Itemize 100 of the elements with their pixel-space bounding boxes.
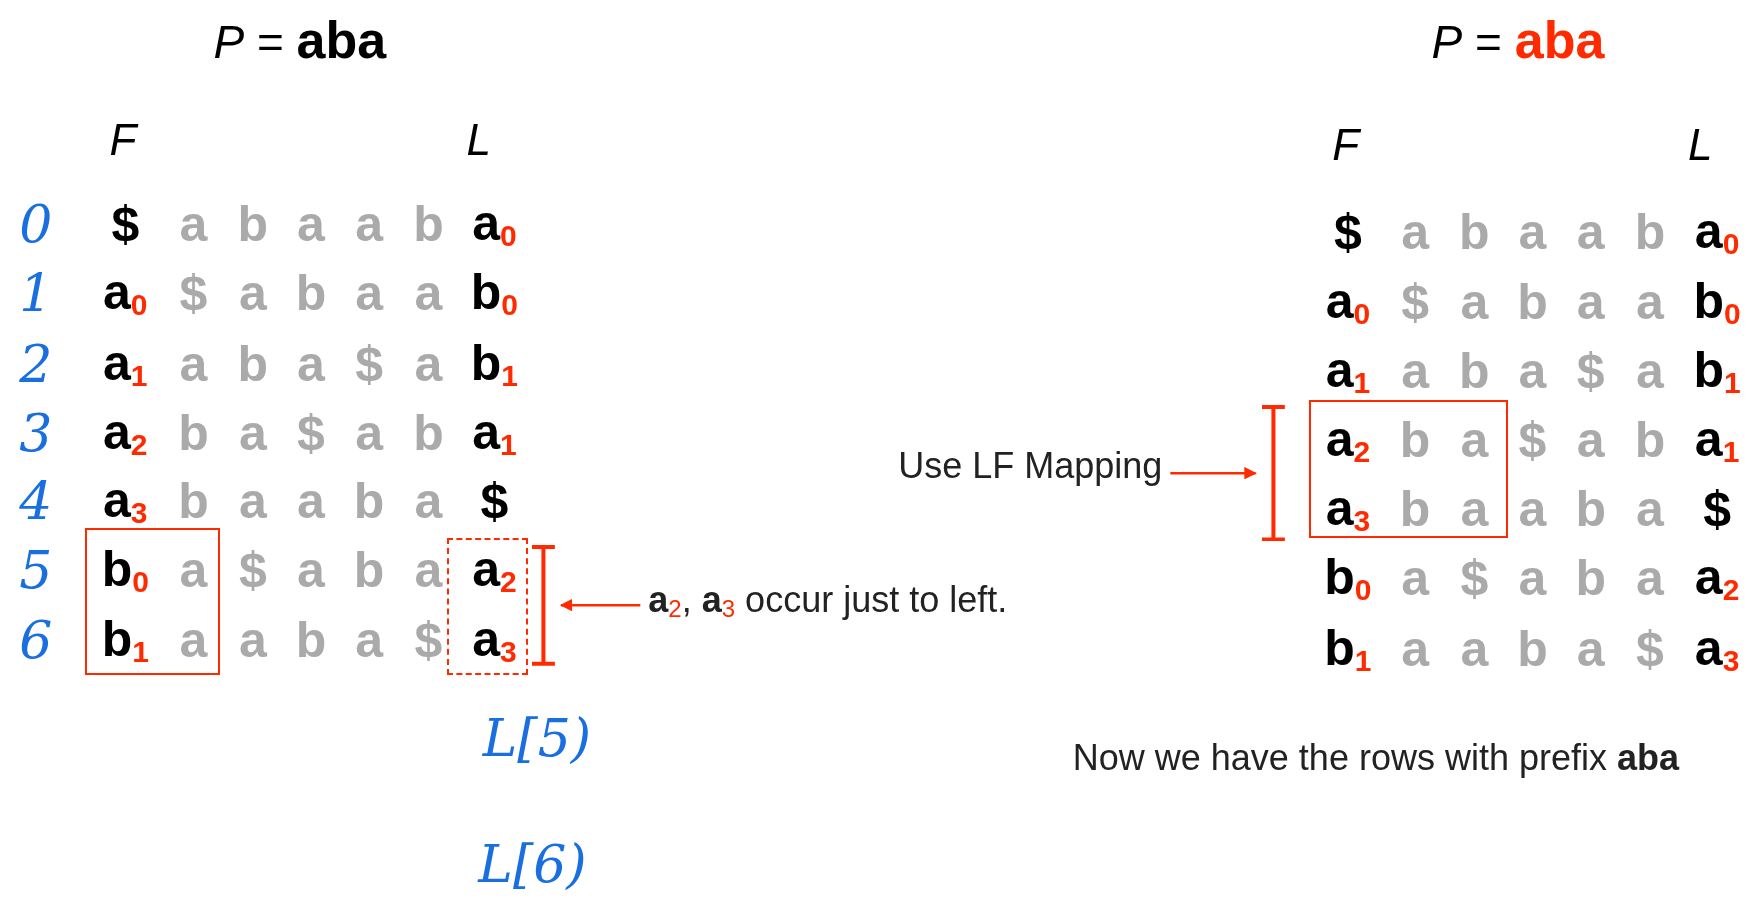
- matrix-cell: a$_{1}$: [103, 337, 148, 391]
- matrix-cell: $: [1703, 483, 1731, 534]
- matrix-cell: a: [1576, 414, 1605, 465]
- matrix-cell: a$_{2}$: [472, 544, 517, 597]
- matrix-cell: a: [414, 545, 443, 596]
- arrow: [1170, 466, 1257, 480]
- matrix-cell: a: [414, 268, 443, 319]
- handwritten-note: L[5): [482, 712, 592, 765]
- matrix-cell: b: [413, 407, 444, 458]
- matrix-cell: b$_{1}$: [1324, 622, 1372, 676]
- matrix-cell: b$_{1}$: [101, 613, 149, 667]
- matrix-cell: a: [355, 268, 384, 319]
- matrix-cell: a: [1460, 414, 1489, 465]
- matrix-cell: b: [1634, 414, 1666, 465]
- matrix-cell: $: [1636, 623, 1664, 674]
- matrix-cell: a: [238, 268, 267, 319]
- matrix-cell: $: [1460, 553, 1489, 604]
- matrix-cell: a: [179, 614, 208, 665]
- caption-note: Now we have the rows with prefix aba: [1072, 740, 1679, 777]
- matrix-cell: a: [1401, 346, 1429, 397]
- matrix-cell: a: [297, 476, 325, 527]
- matrix-cell: b: [295, 268, 327, 319]
- matrix-cell: a$_{1}$: [1325, 344, 1371, 398]
- matrix-cell: a: [1636, 346, 1664, 397]
- matrix-cell: a: [1460, 623, 1489, 674]
- matrix-cell: a$_{3}$: [472, 613, 517, 667]
- matrix-cell: b$_{1}$: [1693, 344, 1741, 398]
- matrix-cell: a: [1636, 277, 1664, 327]
- column-heading: F: [109, 117, 137, 162]
- matrix-cell: a: [355, 198, 384, 249]
- matrix-cell: a: [1518, 553, 1547, 604]
- matrix-cell: $: [111, 198, 140, 249]
- matrix-cell: a$_{0}$: [1694, 205, 1740, 259]
- matrix-cell: a: [179, 338, 208, 389]
- matrix-cell: b: [353, 476, 385, 527]
- matrix-cell: a$_{3}$: [103, 474, 148, 528]
- matrix-cell: $: [480, 476, 509, 527]
- matrix-cell: a: [355, 407, 384, 458]
- handwritten-number: 5: [19, 544, 53, 597]
- handwritten-note: L[6): [478, 837, 587, 890]
- handwritten-number: 3: [19, 406, 53, 459]
- bracket: [530, 544, 558, 666]
- column-heading: L: [1688, 123, 1713, 168]
- matrix-cell: b$_{0}$: [1693, 275, 1741, 329]
- matrix-cell: $: [414, 614, 443, 665]
- matrix-cell: a: [1636, 483, 1664, 534]
- matrix-cell: a$_{2}$: [103, 406, 148, 460]
- handwritten-number: 0: [19, 197, 53, 250]
- handwritten-number: 6: [19, 613, 53, 666]
- matrix-cell: a: [179, 545, 208, 596]
- matrix-cell: a$_{0}$: [103, 266, 148, 320]
- matrix-cell: a: [179, 198, 208, 249]
- matrix-cell: b: [1459, 206, 1490, 257]
- matrix-cell: b$_{0}$: [101, 544, 149, 597]
- matrix-cell: a: [1401, 553, 1429, 604]
- matrix-cell: a$_{2}$: [1325, 413, 1371, 467]
- matrix-cell: a: [1518, 206, 1547, 257]
- matrix-cell: b: [295, 614, 327, 665]
- matrix-cell: b: [178, 407, 209, 458]
- handwritten-number: 4: [19, 475, 53, 528]
- matrix-cell: a$_{1}$: [1694, 413, 1740, 467]
- matrix-cell: b$_{1}$: [470, 337, 519, 391]
- arrow: [559, 598, 641, 612]
- matrix-cell: a: [355, 614, 384, 665]
- handwritten-number: 1: [19, 267, 53, 320]
- matrix-cell: a: [1401, 206, 1429, 257]
- matrix-cell: b: [1399, 483, 1431, 534]
- matrix-cell: a: [1576, 623, 1605, 674]
- matrix-cell: $: [238, 545, 267, 596]
- matrix-cell: $: [1334, 206, 1362, 257]
- matrix-cell: a: [238, 476, 267, 527]
- matrix-cell: a: [414, 338, 443, 389]
- column-heading: F: [1332, 123, 1360, 168]
- matrix-cell: a: [297, 198, 325, 249]
- annotation-text: Use LF Mapping: [898, 448, 1163, 485]
- matrix-cell: b: [1517, 277, 1548, 327]
- matrix-cell: b: [237, 198, 269, 249]
- matrix-cell: b: [237, 338, 269, 389]
- matrix-cell: $: [1576, 346, 1605, 397]
- matrix-cell: $: [297, 407, 325, 458]
- matrix-cell: $: [1518, 414, 1547, 465]
- matrix-cell: a$_{1}$: [472, 406, 517, 460]
- matrix-cell: a: [1576, 206, 1605, 257]
- matrix-cell: a: [414, 476, 443, 527]
- annotation-text: a$_{2}$, a$_{3}$ occur just to left.: [648, 581, 1008, 621]
- matrix-cell: b: [1517, 623, 1548, 674]
- matrix-cell: b: [1399, 414, 1431, 465]
- matrix-cell: b$_{0}$: [1324, 551, 1372, 605]
- matrix-cell: a: [1518, 483, 1547, 534]
- matrix-cell: $: [179, 268, 208, 319]
- matrix-cell: b: [178, 476, 209, 527]
- matrix-cell: a$_{0}$: [1325, 275, 1371, 329]
- matrix-cell: a$_{0}$: [472, 197, 517, 251]
- matrix-cell: b: [1575, 553, 1606, 604]
- matrix-cell: a: [297, 338, 325, 389]
- matrix-cell: a: [238, 614, 267, 665]
- pattern-heading: P = aba: [213, 14, 387, 67]
- matrix-cell: a: [1460, 277, 1489, 327]
- matrix-cell: b: [353, 545, 385, 596]
- matrix-cell: b$_{0}$: [470, 266, 519, 320]
